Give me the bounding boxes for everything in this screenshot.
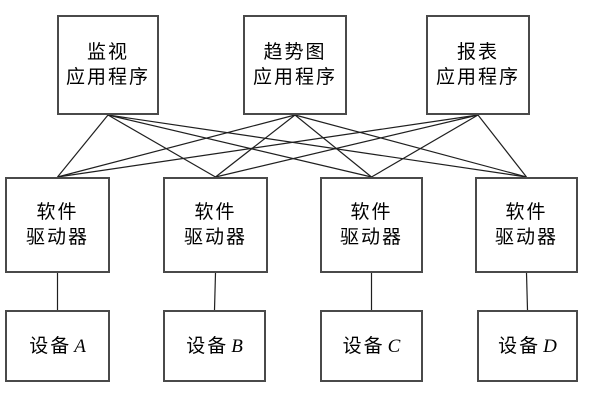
edge-app-trend-to-driver-3 [294,114,372,178]
edge-app-monitor-to-driver-3 [107,114,372,178]
edge-app-monitor-to-driver-4 [107,114,527,178]
node-label-line: 驱动器 [25,227,89,248]
node-label-line: 软件 [350,202,393,223]
edge-app-monitor-to-driver-2 [107,114,216,178]
edge-app-report-to-driver-1 [57,114,479,178]
node-label-line: 软件 [505,202,548,223]
edge-app-report-to-driver-4 [477,114,527,178]
edge-app-monitor-to-driver-1 [57,114,109,178]
node-app-trend: 趋势图应用程序 [243,15,347,115]
edge-driver-2-to-device-b [213,272,217,311]
edge-driver-4-to-device-d [525,272,529,311]
node-driver-3: 软件驱动器 [320,177,423,273]
node-label-line: 趋势图 [263,42,327,63]
node-label-line: 软件 [36,202,79,223]
edge-app-trend-to-driver-1 [57,114,296,178]
node-driver-1: 软件驱动器 [5,177,110,273]
device-letter: D [543,335,557,357]
node-label-line: 报表 [456,42,499,63]
device-letter: C [387,335,401,357]
node-app-report: 报表应用程序 [426,15,530,115]
node-label-line: 监视 [86,42,129,63]
device-letter: A [74,335,86,357]
edge-app-trend-to-driver-4 [294,114,527,178]
edge-app-trend-to-driver-2 [215,114,296,178]
edge-app-report-to-driver-3 [371,114,479,178]
node-label-line: 软件 [194,202,237,223]
node-driver-4: 软件驱动器 [475,177,578,273]
node-label-line: 应用程序 [65,67,150,88]
node-label-line: 驱动器 [183,227,247,248]
node-label-line: 驱动器 [494,227,558,248]
device-letter: B [231,335,243,357]
node-app-monitor: 监视应用程序 [57,15,159,115]
edge-app-report-to-driver-2 [215,114,479,178]
node-label-line: 驱动器 [339,227,403,248]
node-label-line: 应用程序 [252,67,337,88]
node-label-line: 应用程序 [435,67,520,88]
node-driver-2: 软件驱动器 [163,177,268,273]
